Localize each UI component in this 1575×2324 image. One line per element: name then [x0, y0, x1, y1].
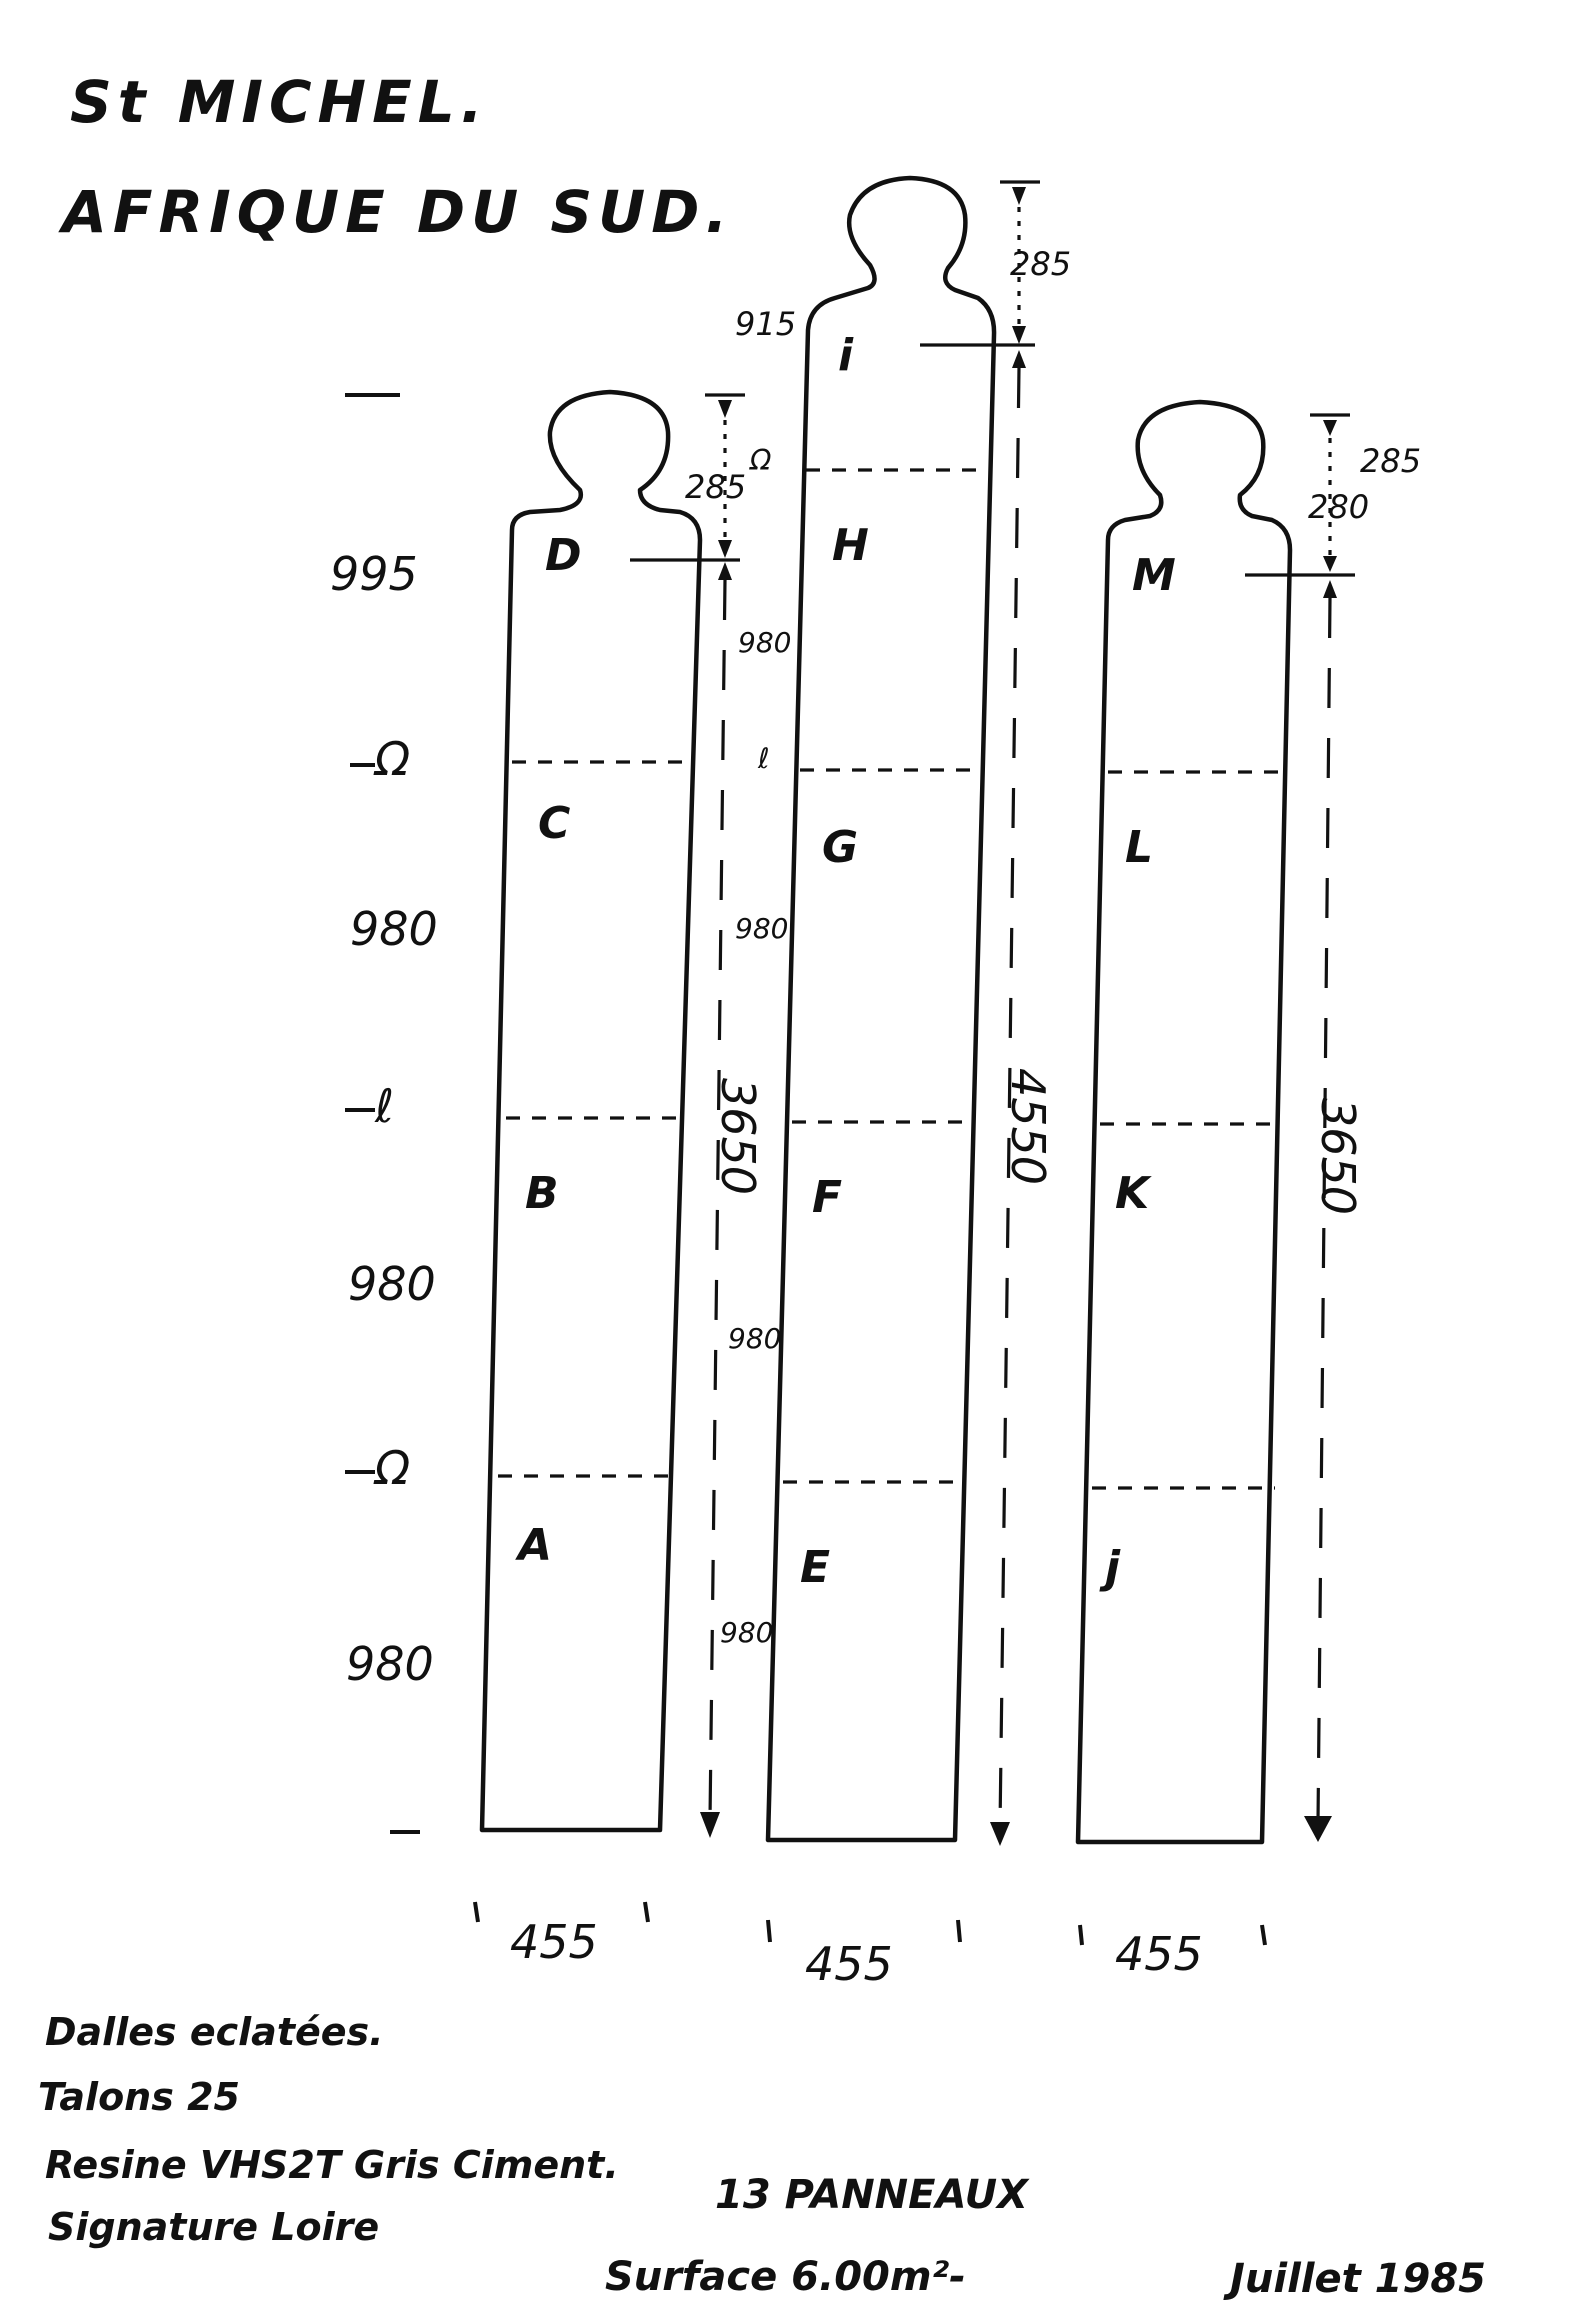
note-line-4: Signature Loire: [48, 2205, 379, 2249]
panel-label-k: K: [1115, 1168, 1152, 1219]
right-head-arrow-bottom: [1323, 556, 1337, 572]
middle-head-side-dim: 915: [735, 305, 796, 343]
right-total-arrow-bottom: [1304, 1816, 1332, 1842]
panel-label-j: j: [1099, 1542, 1121, 1593]
panel-label-e: E: [800, 1542, 830, 1593]
panel-label-c: C: [538, 798, 570, 849]
left-total-arrow-bottom: [700, 1812, 720, 1838]
middle-joint-mark-2: ℓ: [757, 742, 770, 775]
title-line-2: AFRIQUE DU SUD.: [58, 178, 733, 246]
middle-segment-3: 980: [720, 1616, 773, 1649]
title-line-1: St MICHEL.: [70, 68, 489, 136]
panels-count: 13 PANNEAUX: [715, 2172, 1030, 2218]
right-panel-outline: [1075, 399, 1293, 1845]
panel-label-a: A: [515, 1520, 552, 1571]
width-left-tick-2: [643, 1901, 650, 1923]
panel-label-h: H: [832, 520, 869, 571]
panel-label-m: M: [1132, 550, 1176, 601]
width-right-tick-2: [1260, 1924, 1267, 1946]
middle-total-dim: 4550: [1001, 1068, 1055, 1185]
width-left: 455: [510, 1915, 598, 1969]
right-head-dim: 285: [1360, 442, 1421, 480]
middle-joint-mark-1: Ω: [749, 444, 772, 477]
panel-label-d: D: [545, 530, 582, 581]
middle-segment-top: 980: [738, 626, 791, 659]
panel-label-l: L: [1125, 822, 1153, 873]
left-total-arrow-top: [718, 562, 732, 580]
width-middle-tick-2: [956, 1919, 962, 1943]
middle-total-dim-line: [998, 367, 1021, 1829]
width-left-tick-1: [473, 1901, 480, 1923]
note-line-1: Dalles eclatées.: [45, 2010, 384, 2054]
scale-joint-symbol-2: ℓ: [374, 1079, 394, 1133]
middle-panel-outline: [765, 175, 997, 1843]
panel-label-i: i: [838, 330, 854, 381]
left-head-dim: 285: [685, 468, 746, 506]
scale-value-1: 980: [350, 902, 438, 956]
left-head-arrow-bottom: [718, 540, 732, 558]
right-head-dim-overwritten: 280: [1308, 488, 1369, 526]
scale-value-2: 980: [348, 1257, 436, 1311]
note-line-3: Resine VHS2T Gris Ciment.: [45, 2143, 619, 2187]
width-middle-tick-1: [766, 1919, 772, 1943]
panel-label-f: F: [812, 1172, 842, 1223]
middle-segment-1: 980: [735, 912, 788, 945]
middle-head-arrow-top: [1012, 187, 1026, 205]
middle-total-arrow-bottom: [990, 1822, 1010, 1846]
panel-label-b: B: [525, 1168, 559, 1219]
right-head-arrow-top: [1323, 420, 1337, 436]
scale-joint-symbol-3: Ω: [373, 1441, 410, 1495]
scale-value-top: 995: [330, 547, 418, 601]
scale-joint-symbol-1: Ω: [373, 732, 410, 786]
left-head-arrow-top: [718, 400, 732, 418]
scale-value-3: 980: [346, 1637, 434, 1691]
middle-head-dim: 285: [1010, 245, 1071, 283]
right-total-dim: 3650: [1311, 1098, 1365, 1215]
note-line-2: Talons 25: [38, 2075, 240, 2119]
left-total-dim: 3650: [711, 1078, 765, 1195]
surface-area: Surface 6.00m²-: [605, 2254, 966, 2300]
panel-label-g: G: [822, 822, 858, 873]
drawing-date: Juillet 1985: [1223, 2256, 1486, 2302]
middle-total-arrow-top: [1012, 350, 1026, 368]
width-right: 455: [1115, 1927, 1203, 1981]
left-panel-outline: [479, 389, 703, 1833]
right-total-arrow-top: [1323, 580, 1337, 598]
middle-head-arrow-bottom: [1012, 326, 1026, 344]
width-middle: 455: [805, 1937, 893, 1991]
middle-segment-2: 980: [728, 1322, 781, 1355]
width-right-tick-1: [1078, 1924, 1084, 1946]
